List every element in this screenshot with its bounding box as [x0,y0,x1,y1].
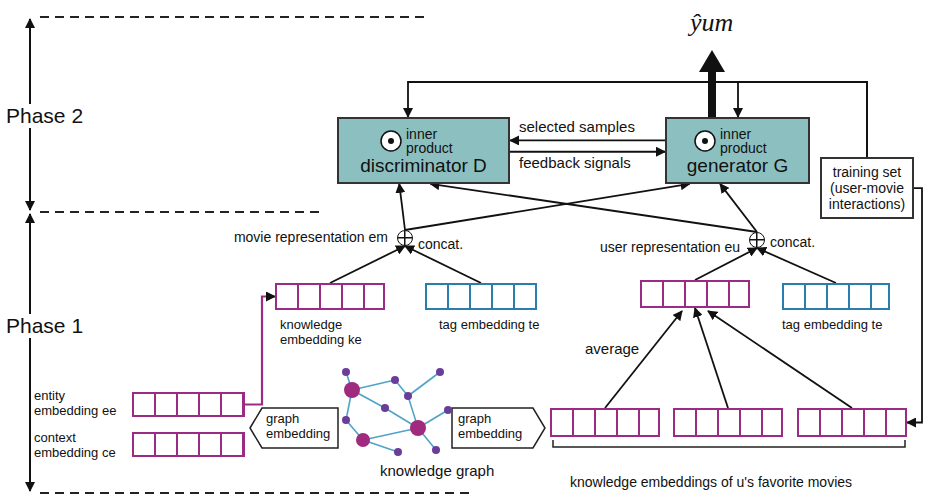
graph-embedding-label: graph embedding [458,412,528,442]
discriminator-box: inner productdiscriminator D [337,117,510,184]
box-title: generator G [673,155,802,177]
shape-label: tag embedding te [439,318,564,333]
edge-label: feedback signals [517,154,633,171]
shape-label: entity embedding ee [34,389,130,419]
embedding-vector: tag embedding te [782,283,890,310]
phase-label: Phase 2 [6,104,83,128]
embedding-vector: context embedding ce [132,432,245,457]
embedding-vector [550,408,660,437]
shape-label: user representation eu [570,239,740,255]
connector-arrow [330,246,405,283]
output-arrow [699,50,725,117]
group-bracket [553,440,905,447]
favorite-movies-group: knowledge embeddings of u's favorite mov… [550,408,907,437]
inner-product-symbol [693,129,717,153]
embedding-vector: entity embedding ee [132,392,245,417]
connector-arrow [695,308,728,408]
embedding-vector [797,408,907,437]
shape-label: concat. [770,234,830,250]
knowledge-graph-area: knowledge graph [340,366,452,456]
embedding-vector: average [640,280,750,308]
inner-product-symbol [379,129,403,153]
connector-arrow [245,297,275,405]
shape-label: context embedding ce [34,431,130,461]
inner-product-row: inner product [345,127,502,155]
connector-arrow [510,139,665,141]
concat-circle: movie representation emconcat. [397,230,413,246]
training-set-box: training set (user-movie interactions) [820,157,914,219]
connector-arrow [907,188,922,422]
shape-label: knowledge graph [380,462,500,479]
operation-label: inner product [720,127,782,155]
embedding-vector: knowledge embedding ke [275,283,385,310]
shape-label: average [585,340,645,357]
box-title: discriminator D [345,155,502,177]
operation-label: inner product [406,127,468,155]
embedding-vector [673,408,783,437]
connector-arrow [399,184,405,230]
connector-arrow [405,184,690,230]
connector-arrow [510,151,665,153]
connector-arrow [757,248,836,283]
output-symbol: ŷum [690,8,733,38]
generator-box: inner productgenerator G [665,117,810,184]
box-title: training set (user-movie interactions) [828,164,906,212]
phase-divider [40,17,470,493]
inner-product-row: inner product [673,127,802,155]
shape-label: tag embedding te [782,318,907,333]
connector-arrow [720,184,757,232]
graph-embedding-arrow-shape [250,408,545,448]
knowledge-graph-illustration [342,368,452,456]
embedding-vector: tag embedding te [425,283,537,310]
graph-embedding-label: graph embedding [266,412,336,442]
phase-span-arrow [29,19,31,491]
shape-label: knowledge embeddings of u's favorite mov… [570,474,900,490]
connector-arrow [430,184,757,232]
edge-label: selected samples [517,118,637,135]
shape-label: concat. [418,236,478,252]
shape-label: movie representation em [198,229,388,245]
phase-label: Phase 1 [6,314,83,338]
concat-circle: user representation euconcat. [749,232,765,248]
shape-label: knowledge embedding ke [280,318,380,348]
